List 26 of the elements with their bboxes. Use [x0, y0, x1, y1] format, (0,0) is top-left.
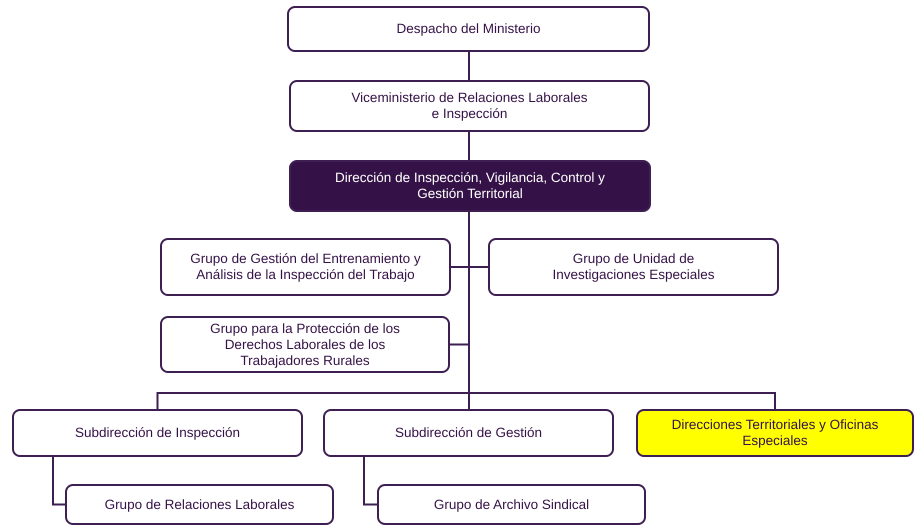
org-unit-box: [160, 316, 450, 373]
org-unit-box: [488, 238, 779, 296]
unit-name: Grupo de Relaciones Laborales: [104, 496, 294, 512]
org-unit-box: [636, 409, 914, 457]
unit-name: Grupo de Archivo Sindical: [434, 496, 590, 512]
unit-name: Grupo de Gestión del Entrenamiento y Análisis de la Inspección del Trabajo: [189, 251, 422, 283]
org-unit-box: [12, 409, 303, 457]
unit-name: Subdirección de Gestión: [394, 425, 542, 441]
connector-line: [468, 132, 470, 160]
org-unit-box: [289, 80, 650, 132]
org-unit-box: [65, 484, 334, 525]
unit-name: Dirección de Inspección, Vigilancia, Control y Gestión Territorial: [334, 170, 606, 202]
org-unit-box: [287, 6, 650, 52]
unit-name: Grupo para la Protección de los Derechos Laborales de los Trabajadores Rurales: [209, 320, 401, 368]
connector-line: [363, 457, 377, 506]
connector-line: [52, 457, 65, 506]
org-unit-box: [160, 238, 451, 296]
unit-name: Despacho del Ministerio: [396, 21, 541, 37]
org-unit-box: [377, 484, 646, 525]
unit-name: Subdirección de Inspección: [74, 425, 240, 441]
unit-name: Grupo de Unidad de Investigaciones Especiales: [551, 251, 716, 283]
unit-name: Viceministerio de Relaciones Laborales e Inspección: [350, 90, 589, 122]
connector-line: [468, 52, 470, 80]
org-unit-box: [323, 409, 614, 457]
unit-name: Direcciones Territoriales y Oficinas Especiales: [670, 417, 880, 449]
org-unit-box: [289, 160, 651, 212]
